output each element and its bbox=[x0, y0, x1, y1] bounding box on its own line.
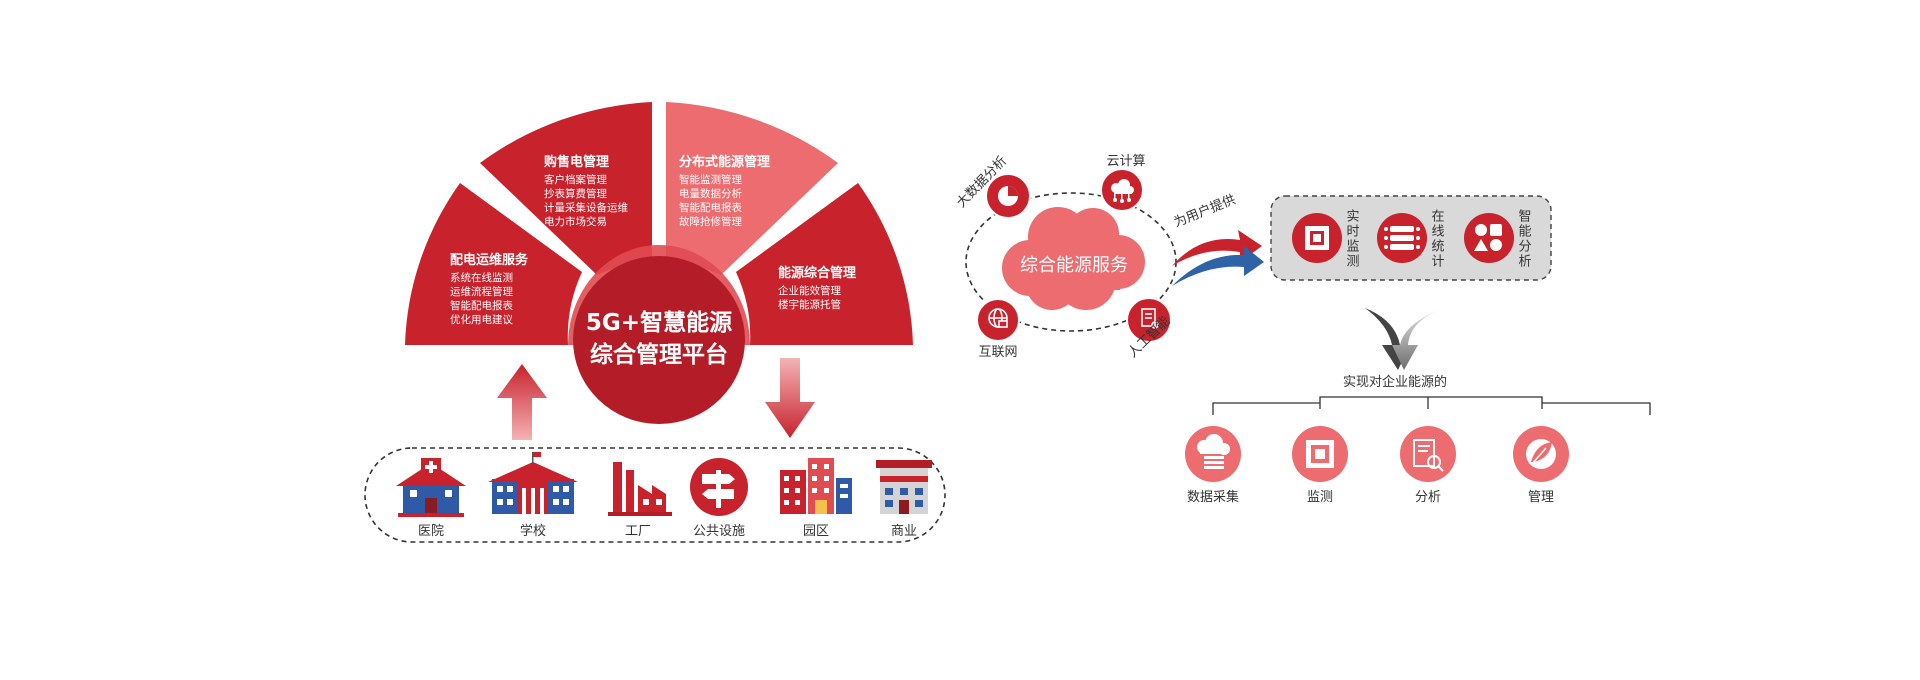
signpost-icon bbox=[690, 458, 748, 516]
internet-node bbox=[976, 298, 1020, 342]
segment-item: 智能配电报表 bbox=[450, 299, 513, 312]
segment-text-distributed-energy: 分布式能源管理 智能监测管理 电量数据分析 智能配电报表 故障抢修管理 bbox=[679, 154, 770, 228]
factory-icon bbox=[608, 462, 672, 516]
internet-label: 互联网 bbox=[978, 345, 1017, 360]
globe-icon bbox=[988, 308, 1008, 328]
hospital-icon bbox=[396, 458, 466, 517]
platform-title-line2: 综合管理平台 bbox=[590, 341, 728, 368]
segment-item: 抄表算费管理 bbox=[544, 187, 607, 200]
shapes-icon bbox=[1474, 224, 1502, 251]
cloud-network-icon bbox=[1111, 179, 1134, 203]
up-arrow bbox=[497, 364, 547, 440]
segment-item: 楼宇能源托管 bbox=[778, 298, 841, 311]
outcome-label-data-collection: 数据采集 bbox=[1187, 489, 1239, 505]
service-smart-analysis bbox=[1464, 213, 1514, 263]
fan-segment-energy-management bbox=[736, 183, 913, 345]
cloud-shape bbox=[1002, 207, 1145, 310]
outcome-monitoring bbox=[1292, 426, 1348, 482]
segment-item: 故障抢修管理 bbox=[679, 215, 742, 228]
facility-label-park: 园区 bbox=[803, 524, 829, 539]
segment-text-power-distribution: 配电运维服务 系统在线监测 运维流程管理 智能配电报表 优化用电建议 bbox=[450, 252, 529, 326]
facilities-container bbox=[364, 447, 946, 543]
facility-label-public: 公共设施 bbox=[693, 524, 745, 539]
merge-arrow bbox=[1365, 308, 1445, 370]
facility-label-hospital: 医院 bbox=[418, 524, 444, 539]
fan-segment-power-distribution bbox=[405, 183, 582, 345]
provide-label: 为用户提供 bbox=[1172, 192, 1238, 231]
segment-item: 优化用电建议 bbox=[450, 313, 513, 326]
chip-icon bbox=[1306, 440, 1334, 468]
outcomes-bracket bbox=[1212, 396, 1651, 415]
segment-item: 电力市场交易 bbox=[544, 215, 607, 228]
segment-item: 智能监测管理 bbox=[679, 173, 742, 186]
outcome-data-collection bbox=[1185, 426, 1241, 482]
facility-label-school: 学校 bbox=[520, 523, 546, 539]
outcome-label-management: 管理 bbox=[1528, 490, 1554, 505]
cloud-computing-label: 云计算 bbox=[1106, 154, 1145, 169]
cloud-title: 综合能源服务 bbox=[1020, 255, 1128, 276]
ai-node bbox=[1126, 297, 1172, 343]
school-icon bbox=[488, 452, 578, 514]
big-data-node bbox=[985, 173, 1031, 219]
service-realtime-monitor bbox=[1292, 213, 1342, 263]
facility-label-factory: 工厂 bbox=[625, 524, 651, 539]
segment-title: 分布式能源管理 bbox=[679, 154, 770, 170]
segment-text-power-trading: 购售电管理 客户档案管理 抄表算费管理 计量采集设备运维 电力市场交易 bbox=[544, 154, 628, 228]
service-label-smart-analysis: 智能分析 bbox=[1518, 210, 1531, 270]
fan-segment-power-trading bbox=[480, 102, 652, 275]
red-provide-arrow bbox=[1172, 230, 1262, 266]
park-buildings-icon bbox=[780, 458, 852, 514]
ai-document-icon bbox=[1141, 308, 1159, 329]
platform-fan: 5G+智慧能源 综合管理平台 配电运维服务 系统在线监测 运维流程管理 智能配电… bbox=[405, 102, 913, 424]
blue-provide-arrow bbox=[1172, 246, 1264, 286]
facility-label-commercial: 商业 bbox=[891, 524, 917, 539]
segment-item: 智能配电报表 bbox=[679, 201, 742, 214]
platform-center-circle bbox=[573, 256, 745, 424]
segment-title: 购售电管理 bbox=[544, 154, 609, 170]
report-search-icon bbox=[1413, 439, 1444, 472]
cloud-computing-node bbox=[1100, 168, 1144, 212]
outcome-analysis bbox=[1400, 426, 1456, 482]
service-online-stats bbox=[1377, 213, 1427, 263]
achieve-label: 实现对企业能源的 bbox=[1343, 374, 1447, 390]
outcome-label-analysis: 分析 bbox=[1415, 490, 1441, 505]
leaf-icon bbox=[1526, 439, 1556, 469]
segment-item: 企业能效管理 bbox=[778, 284, 841, 297]
chip-icon bbox=[1305, 226, 1329, 250]
database-icon bbox=[1384, 226, 1420, 250]
fan-segment-distributed-energy bbox=[666, 102, 838, 275]
outcome-label-monitoring: 监测 bbox=[1307, 490, 1333, 505]
segment-item: 客户档案管理 bbox=[544, 173, 607, 186]
segment-text-energy-management: 能源综合管理 企业能效管理 楼宇能源托管 bbox=[778, 265, 856, 311]
service-label-realtime: 实时监测 bbox=[1346, 210, 1359, 270]
outcome-management bbox=[1513, 426, 1569, 482]
platform-title-line1: 5G+智慧能源 bbox=[586, 309, 732, 336]
service-vertical-labels: 实时监测 在线统计 智能分析 bbox=[1346, 210, 1531, 270]
segment-item: 运维流程管理 bbox=[450, 285, 513, 298]
segment-title: 能源综合管理 bbox=[778, 265, 856, 281]
segment-item: 计量采集设备运维 bbox=[544, 201, 628, 214]
pie-chart-icon bbox=[998, 186, 1018, 206]
cloud-server-icon bbox=[1197, 434, 1230, 469]
commercial-building-icon bbox=[876, 460, 932, 514]
segment-item: 电量数据分析 bbox=[679, 187, 742, 200]
segment-title: 配电运维服务 bbox=[450, 252, 529, 268]
service-label-online-stats: 在线统计 bbox=[1431, 210, 1444, 270]
segment-item: 系统在线监测 bbox=[450, 271, 513, 284]
down-arrow bbox=[765, 358, 815, 438]
